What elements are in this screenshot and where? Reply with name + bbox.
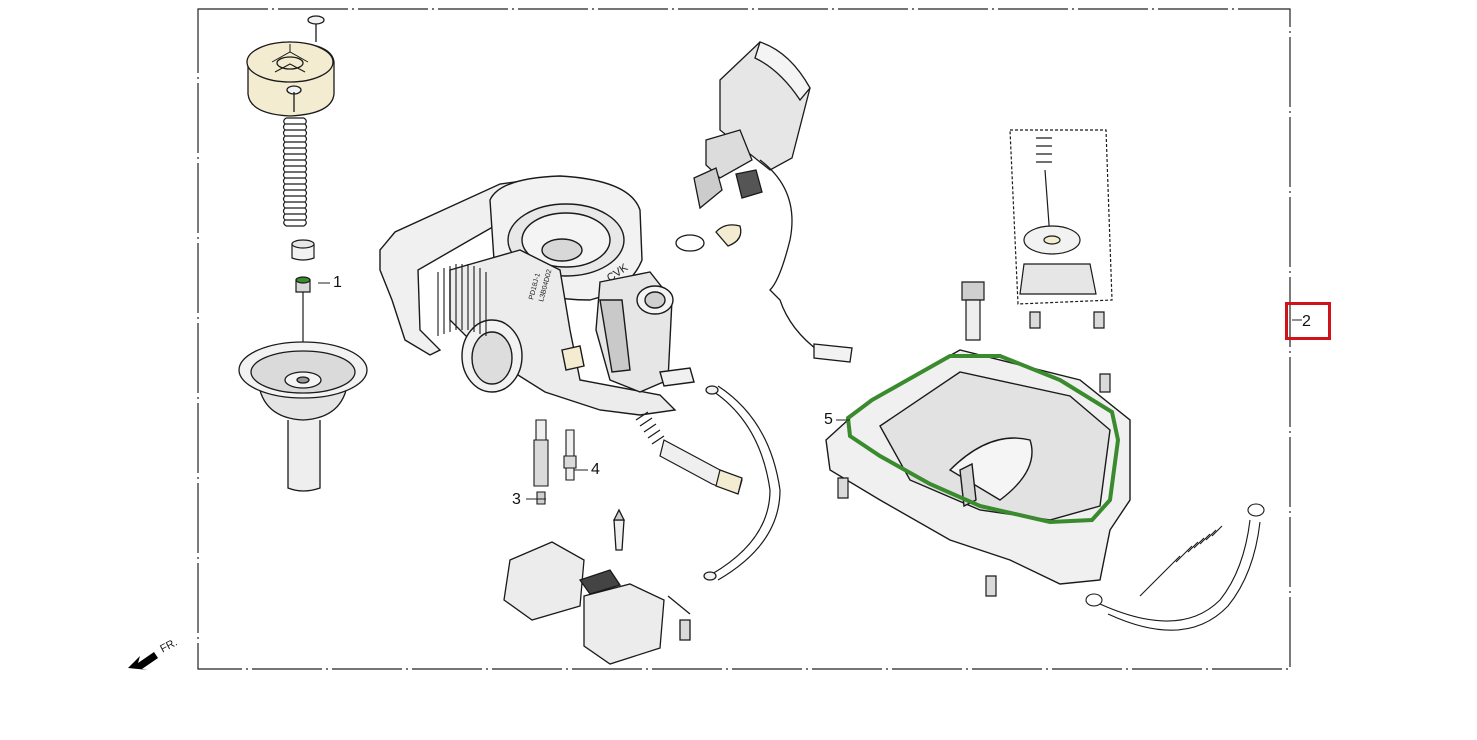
front-arrow-icon xyxy=(128,652,158,670)
float-assembly xyxy=(503,508,691,665)
auto-choke xyxy=(675,41,853,363)
choke-screw-spring xyxy=(437,264,487,336)
callout-1[interactable]: 1 xyxy=(333,274,342,291)
spring-seat xyxy=(291,239,315,261)
carburetor-body xyxy=(379,175,695,416)
callout-leaders xyxy=(318,282,1302,500)
float-bowl-details xyxy=(837,129,1113,597)
drain-hose-spring xyxy=(1085,503,1265,631)
jet-needle xyxy=(295,276,311,378)
spring xyxy=(282,117,308,227)
callout-4[interactable]: 4 xyxy=(591,461,600,478)
top-cap-assembly xyxy=(246,15,335,117)
callout-2-label: 2 xyxy=(1302,313,1311,330)
callout-5[interactable]: 5 xyxy=(824,411,833,428)
float-bowl-gasket xyxy=(845,354,1121,525)
diaphragm-piston xyxy=(238,341,368,492)
callout-3[interactable]: 3 xyxy=(512,491,521,508)
main-jet-assembly xyxy=(533,419,577,505)
callout-2-selected[interactable]: 2 xyxy=(1285,302,1331,340)
idle-screw xyxy=(635,411,743,495)
fuel-hose xyxy=(703,385,781,581)
float-bowl xyxy=(825,349,1131,585)
